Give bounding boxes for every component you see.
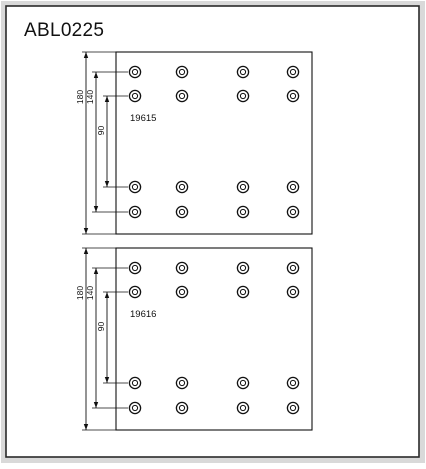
dimension-label: 90 bbox=[96, 322, 106, 332]
arrowhead-top bbox=[104, 96, 110, 102]
rivet-hole-inner bbox=[239, 68, 247, 76]
dimension-label: 180 bbox=[75, 90, 85, 104]
lining-plate bbox=[115, 247, 313, 431]
dimension-140: 140 bbox=[85, 71, 128, 213]
dimension-140: 140 bbox=[85, 267, 128, 409]
part-number-label: 19616 bbox=[130, 309, 156, 320]
arrowhead-top bbox=[104, 292, 110, 298]
arrowhead-top bbox=[83, 248, 89, 254]
dimension-180: 180 bbox=[75, 247, 116, 431]
dimension-label: 140 bbox=[85, 286, 95, 300]
rivet-hole-inner bbox=[178, 404, 186, 412]
arrowhead-bottom bbox=[104, 377, 110, 383]
rivet-hole-inner bbox=[239, 92, 247, 100]
dimension-90: 90 bbox=[96, 291, 128, 384]
arrowhead-bottom bbox=[93, 402, 99, 408]
lining-plate bbox=[115, 51, 313, 235]
arrowhead-bottom bbox=[83, 228, 89, 234]
rivet-hole-inner bbox=[289, 92, 297, 100]
arrowhead-top bbox=[93, 268, 99, 274]
rivet-hole-inner bbox=[239, 264, 247, 272]
arrowhead-bottom bbox=[104, 181, 110, 187]
part-number-label: 19615 bbox=[130, 113, 156, 124]
arrowhead-bottom bbox=[83, 424, 89, 430]
rivet-hole-inner bbox=[239, 404, 247, 412]
rivet-hole-inner bbox=[178, 379, 186, 387]
rivet-hole-inner bbox=[178, 208, 186, 216]
rivet-hole-inner bbox=[289, 208, 297, 216]
rivet-hole-inner bbox=[131, 183, 139, 191]
rivet-hole-inner bbox=[289, 404, 297, 412]
dimension-180: 180 bbox=[75, 51, 116, 235]
part-title: ABL0225 bbox=[24, 20, 105, 41]
dimension-label: 90 bbox=[96, 126, 106, 136]
rivet-hole-inner bbox=[239, 208, 247, 216]
rivet-hole-inner bbox=[178, 92, 186, 100]
arrowhead-top bbox=[93, 72, 99, 78]
rivet-hole-inner bbox=[239, 379, 247, 387]
rivet-hole-inner bbox=[178, 183, 186, 191]
rivet-hole-inner bbox=[131, 208, 139, 216]
rivet-hole-inner bbox=[178, 264, 186, 272]
arrowhead-top bbox=[83, 52, 89, 58]
rivet-hole-inner bbox=[289, 264, 297, 272]
rivet-hole-inner bbox=[289, 183, 297, 191]
rivet-hole-inner bbox=[239, 183, 247, 191]
rivet-hole-inner bbox=[131, 379, 139, 387]
rivet-hole-inner bbox=[239, 288, 247, 296]
rivet-hole-inner bbox=[178, 288, 186, 296]
rivet-hole-inner bbox=[131, 404, 139, 412]
rivet-hole-inner bbox=[178, 68, 186, 76]
rivet-hole-inner bbox=[131, 264, 139, 272]
rivet-hole-inner bbox=[289, 288, 297, 296]
rivet-hole-inner bbox=[131, 288, 139, 296]
rivet-hole-inner bbox=[131, 92, 139, 100]
rivet-hole-inner bbox=[289, 379, 297, 387]
rivet-hole-inner bbox=[289, 68, 297, 76]
arrowhead-bottom bbox=[93, 206, 99, 212]
dimension-90: 90 bbox=[96, 95, 128, 188]
rivet-hole-inner bbox=[131, 68, 139, 76]
dimension-label: 140 bbox=[85, 90, 95, 104]
dimension-label: 180 bbox=[75, 286, 85, 300]
